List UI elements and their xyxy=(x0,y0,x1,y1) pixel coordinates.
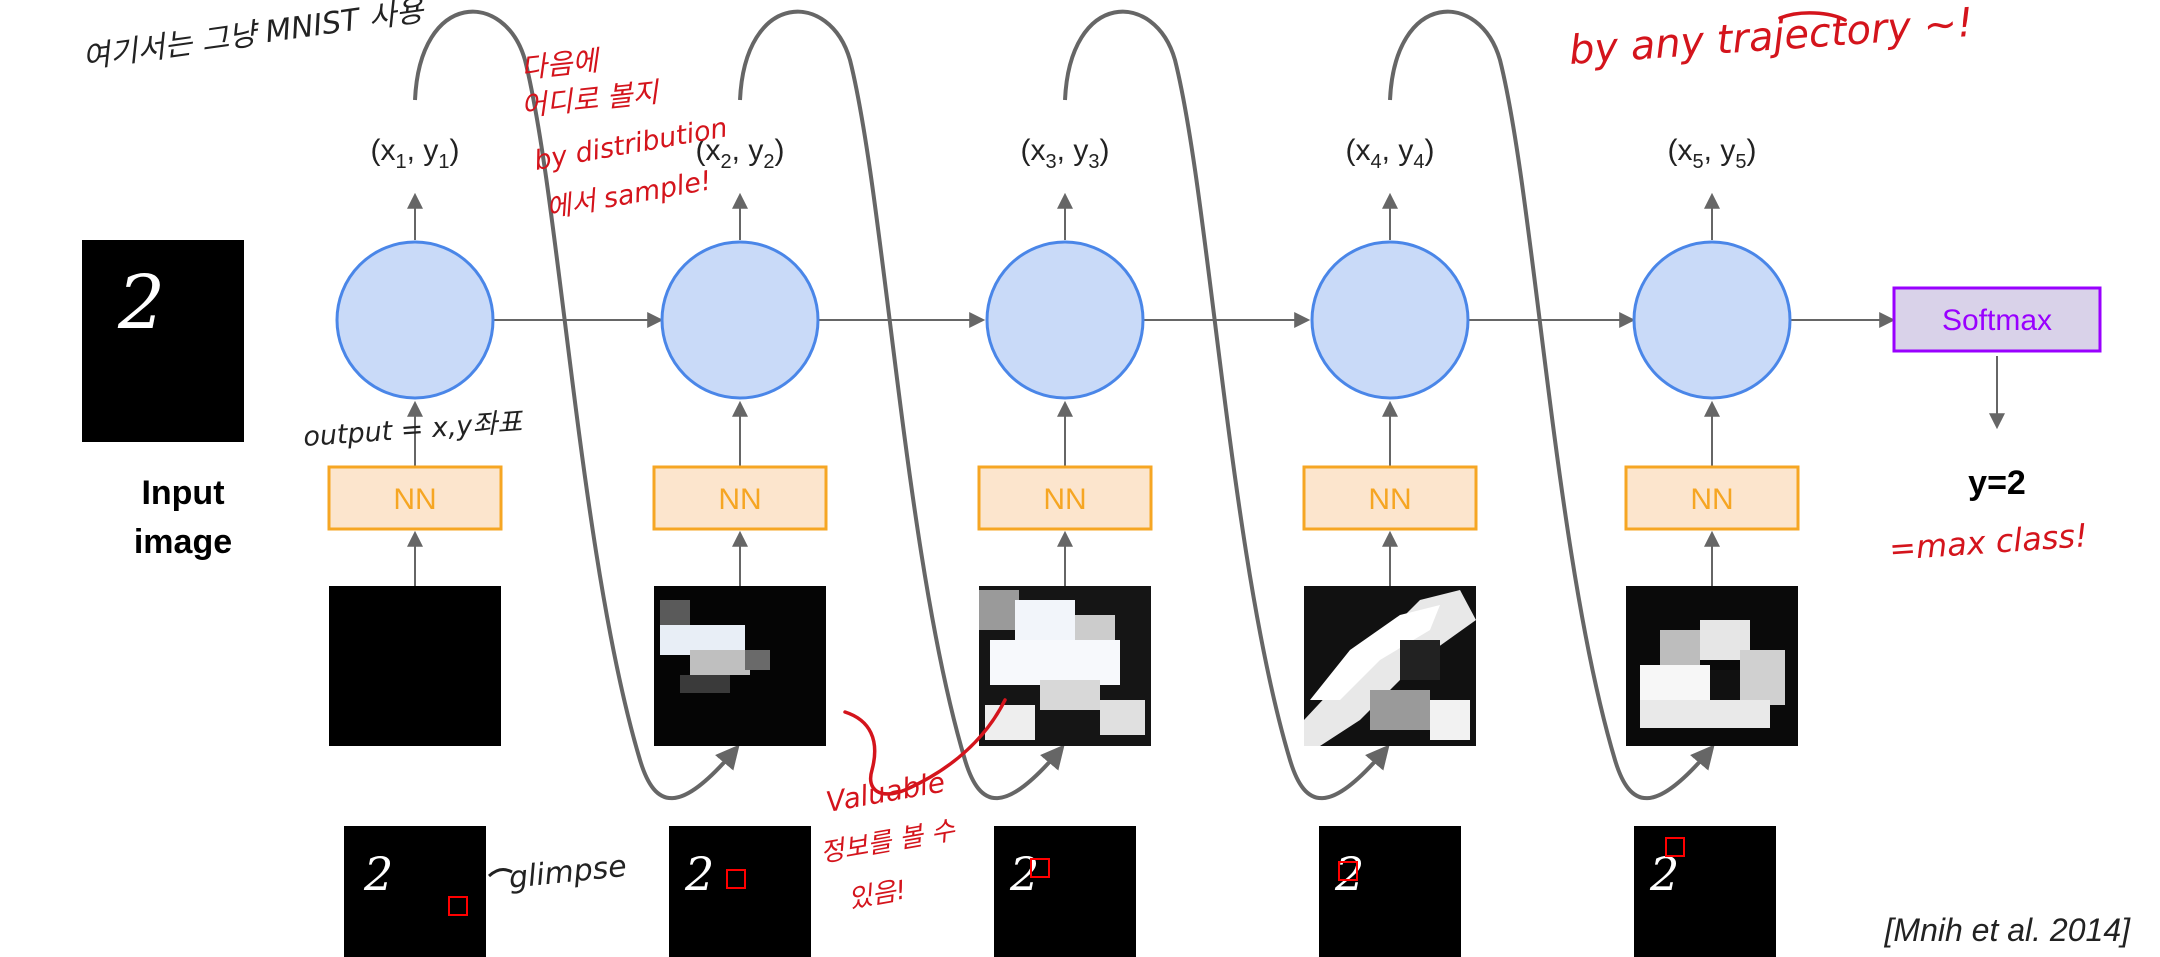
thumbnail-2 xyxy=(669,826,811,957)
nn-box-5 xyxy=(1624,465,1800,531)
input-label-line1: Input xyxy=(141,474,224,512)
thumbnail-3 xyxy=(994,826,1136,957)
glimpse-box-1 xyxy=(448,896,468,916)
feedback-loops xyxy=(413,9,1715,801)
glimpse-patch-1 xyxy=(329,586,501,746)
input-label-line2: image xyxy=(134,523,232,561)
thumbnail-5 xyxy=(1634,826,1776,957)
nn-label-2: NN xyxy=(718,483,761,516)
annotation-top-right-mark xyxy=(1778,11,1847,22)
annotation-valuable-line3: 있음! xyxy=(846,875,909,915)
feedback-loop-4 xyxy=(1388,9,1715,801)
nn-label-3: NN xyxy=(1043,483,1086,516)
annotation-top-left: 여기서는 그냥 MNIST 사용 xyxy=(80,0,427,76)
softmax-box xyxy=(1892,286,2102,353)
annotation-glimpse: glimpse xyxy=(507,849,628,896)
nn-box-2 xyxy=(652,465,828,531)
annotation-step2-line4: 에서 sample! xyxy=(544,165,714,225)
annotation-valuable-line1: Valuable xyxy=(823,766,947,819)
coord-label-3: (x3, y3) xyxy=(1021,134,1110,173)
glimpse-box-4 xyxy=(1338,861,1358,881)
thumbnail-digit-3: 2 xyxy=(1009,847,1039,901)
feedback-loop-1 xyxy=(413,9,740,801)
glimpse-box-2 xyxy=(726,869,746,889)
nn-label-1: NN xyxy=(393,483,436,516)
annotation-valuable-pointer xyxy=(843,698,1007,796)
glimpse-box-5 xyxy=(1665,837,1685,857)
thumbnail-1 xyxy=(344,826,486,957)
nn-box-3 xyxy=(977,465,1153,531)
input-digit: 2 xyxy=(117,260,165,346)
glimpse-patch-5 xyxy=(1626,586,1798,746)
feedback-loop-3 xyxy=(1063,9,1390,801)
nn-label-4: NN xyxy=(1368,483,1411,516)
annotation-top-right: by any trajectory ~! xyxy=(1567,0,1974,74)
rnn-node-2 xyxy=(660,240,820,400)
input-image: 2 xyxy=(82,240,244,442)
glimpse-patch-4 xyxy=(1304,586,1476,746)
rnn-node-3 xyxy=(985,240,1145,400)
rnn-node-4 xyxy=(1310,240,1470,400)
thumbnail-digit-1: 2 xyxy=(363,847,393,901)
citation: [Mnih et al. 2014] xyxy=(1884,912,2132,948)
step-4: (x4, y4) NN 2 xyxy=(1302,134,1478,957)
nn-box-1 xyxy=(327,465,503,531)
glimpse-patch-3 xyxy=(979,586,1151,746)
rnn-node-1 xyxy=(335,240,495,400)
glimpse-box-3 xyxy=(1030,858,1050,878)
step-2: (x2, y2) NN 2 xyxy=(652,134,828,957)
softmax-label: Softmax xyxy=(1942,304,2052,337)
coord-label-2: (x2, y2) xyxy=(696,134,785,173)
coord-label-5: (x5, y5) xyxy=(1668,134,1757,173)
annotation-glimpse-pointer xyxy=(487,868,513,878)
coord-label-1: (x1, y1) xyxy=(371,134,460,173)
thumbnail-digit-2: 2 xyxy=(684,847,714,901)
rnn-node-5 xyxy=(1632,240,1792,400)
step-3: (x3, y3) NN 2 xyxy=(977,134,1153,957)
nn-box-4 xyxy=(1302,465,1478,531)
feedback-loop-2 xyxy=(738,9,1065,801)
annotation-max-class: =max class! xyxy=(1888,516,2089,568)
thumbnail-4 xyxy=(1319,826,1461,957)
step-1: (x1, y1) NN 2 xyxy=(327,134,503,957)
annotation-output-coord: output = x,y좌표 xyxy=(302,407,525,453)
nn-label-5: NN xyxy=(1690,483,1733,516)
annotation-valuable-line2: 정보를 볼 수 xyxy=(818,816,958,869)
coord-label-4: (x4, y4) xyxy=(1346,134,1435,173)
glimpse-patch-2 xyxy=(654,586,826,746)
output-label: y=2 xyxy=(1968,464,2026,502)
annotation-step2-line1: 다음에 xyxy=(519,44,603,85)
step-5: (x5, y5) NN 2 xyxy=(1624,134,1800,957)
